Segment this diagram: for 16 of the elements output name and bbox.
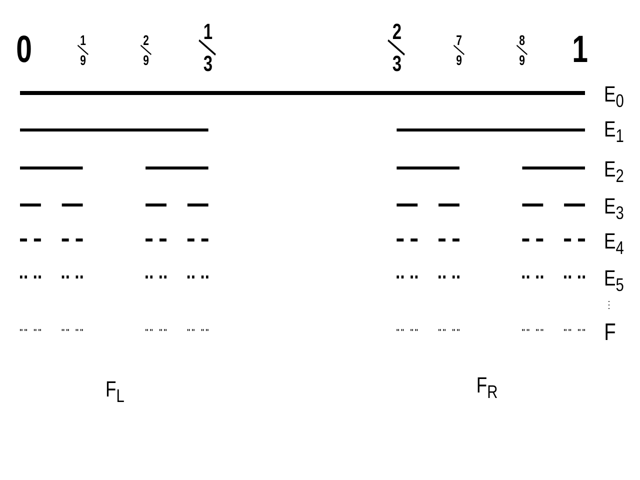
tick-label: 1 [572, 31, 588, 69]
tick-label: 0 [16, 31, 32, 69]
tick-label: 7/9 [456, 32, 464, 68]
row-label: E$_{3}$ [604, 196, 624, 222]
tick-label: 8/9 [518, 32, 526, 68]
row-label: E$_{2}$ [604, 158, 624, 186]
tick-label: 2/9 [142, 32, 150, 68]
part-label: F$_{L}$ [106, 378, 124, 406]
tick-label: 1/9 [79, 32, 86, 68]
row-label: E$_{0}$ [604, 84, 624, 110]
row-label: E$_{1}$ [604, 118, 624, 146]
row-label: E$_{4}$ [604, 230, 624, 258]
row-label: E$_{5}$ [604, 268, 624, 294]
ellipsis-label: ⋮ [605, 301, 613, 311]
part-label: F$_{R}$ [476, 374, 498, 402]
row-label: F [604, 321, 616, 345]
